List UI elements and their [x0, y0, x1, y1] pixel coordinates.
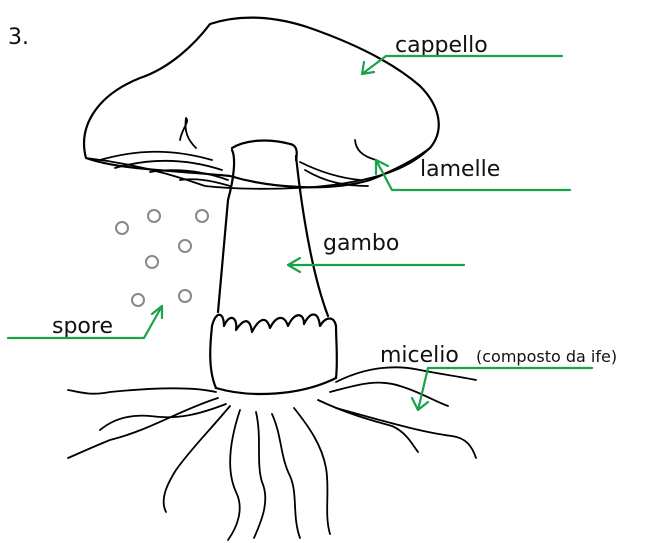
stem-base-bottom	[216, 378, 336, 394]
spore	[179, 290, 191, 302]
label-mycelium: micelio (composto da ife)	[380, 343, 617, 410]
label-cap-text: cappello	[395, 33, 488, 58]
label-spores-text: spore	[52, 314, 113, 339]
cap-top-outline	[84, 18, 439, 188]
mushroom-cap	[84, 18, 439, 189]
label-gills-text: lamelle	[420, 157, 500, 182]
spore	[132, 294, 144, 306]
stem-base-right	[336, 326, 337, 378]
spore	[116, 222, 128, 234]
label-gills: lamelle	[376, 157, 570, 190]
spores	[116, 210, 208, 306]
label-mycelium-note: (composto da ife)	[476, 347, 617, 366]
spore	[196, 210, 208, 222]
stem-top	[232, 141, 297, 160]
label-mycelium-text: micelio	[380, 343, 459, 368]
spore	[148, 210, 160, 222]
stem-ring	[212, 315, 336, 333]
question-number: 3.	[8, 25, 29, 50]
label-spores: spore	[8, 306, 162, 339]
spore	[146, 256, 158, 268]
label-cap: cappello	[362, 33, 562, 74]
spore	[179, 240, 191, 252]
cap-gills	[100, 118, 376, 186]
stem-base-left	[210, 326, 216, 388]
label-stem-text: gambo	[323, 231, 399, 256]
mushroom-stem	[210, 141, 337, 394]
label-stem: gambo	[288, 231, 464, 272]
